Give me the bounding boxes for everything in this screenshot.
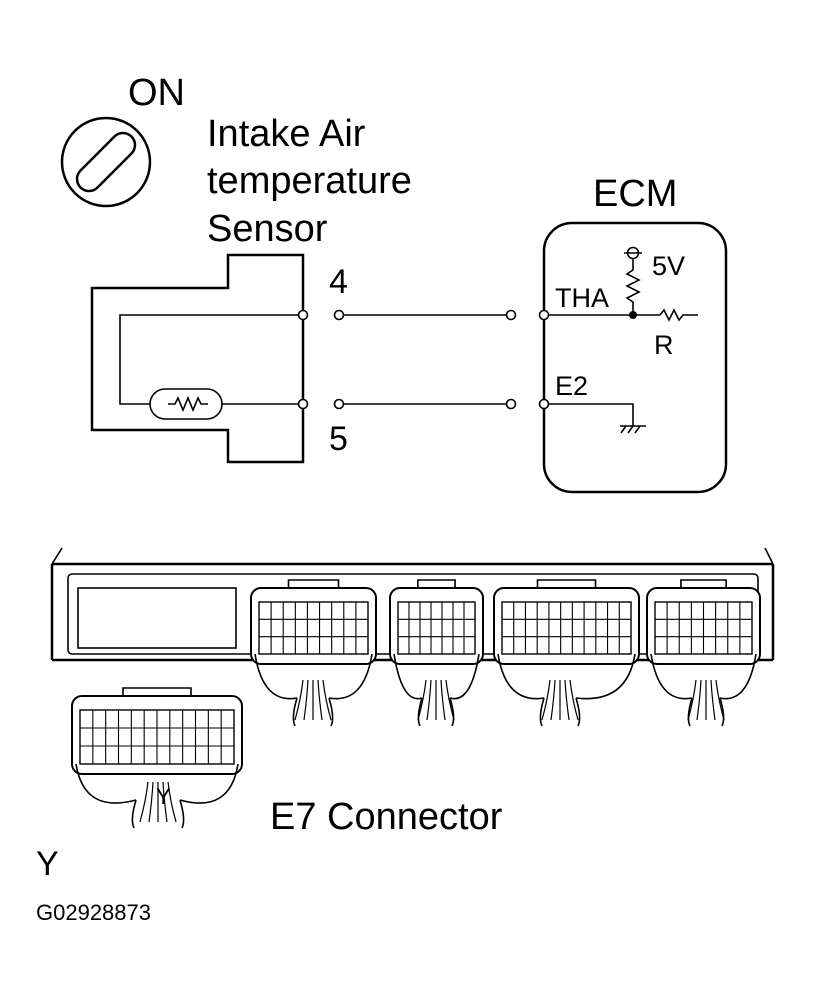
e7-connector-label: E7 Connector xyxy=(270,796,503,838)
ecm-box xyxy=(542,221,728,494)
sensor-label-line2: temperature xyxy=(207,160,412,202)
pin-4-label: 4 xyxy=(329,263,348,301)
thermistor-icon xyxy=(149,388,223,420)
sensor-label-line1: Intake Air xyxy=(207,113,366,155)
wire-color-legend: Y xyxy=(36,845,59,883)
tha-terminal-label: THA xyxy=(555,283,609,313)
ignition-switch-icon xyxy=(60,116,152,208)
ecm-title: ECM xyxy=(593,173,677,215)
sensor-terminal-5 xyxy=(297,398,309,410)
r-resistor-icon xyxy=(650,308,698,322)
supply-5v-icon xyxy=(624,246,642,260)
sensor-label-line3: Sensor xyxy=(207,208,328,250)
ignition-state-label: ON xyxy=(128,72,185,114)
e2-terminal-label: E2 xyxy=(555,371,588,401)
resistor-label: R xyxy=(654,330,674,360)
ecm-connector-plugs xyxy=(250,579,761,727)
pullup-resistor-icon xyxy=(625,258,641,315)
ground-icon xyxy=(620,425,646,434)
e7-wire-color-mark: Y xyxy=(156,784,171,809)
sensor-terminal-4 xyxy=(297,309,309,321)
e7-connector-icon xyxy=(71,687,243,829)
figure-id: G02928873 xyxy=(36,900,151,925)
supply-voltage-label: 5V xyxy=(652,251,685,281)
sensor-body xyxy=(90,253,305,464)
pin-5-label: 5 xyxy=(329,420,348,458)
